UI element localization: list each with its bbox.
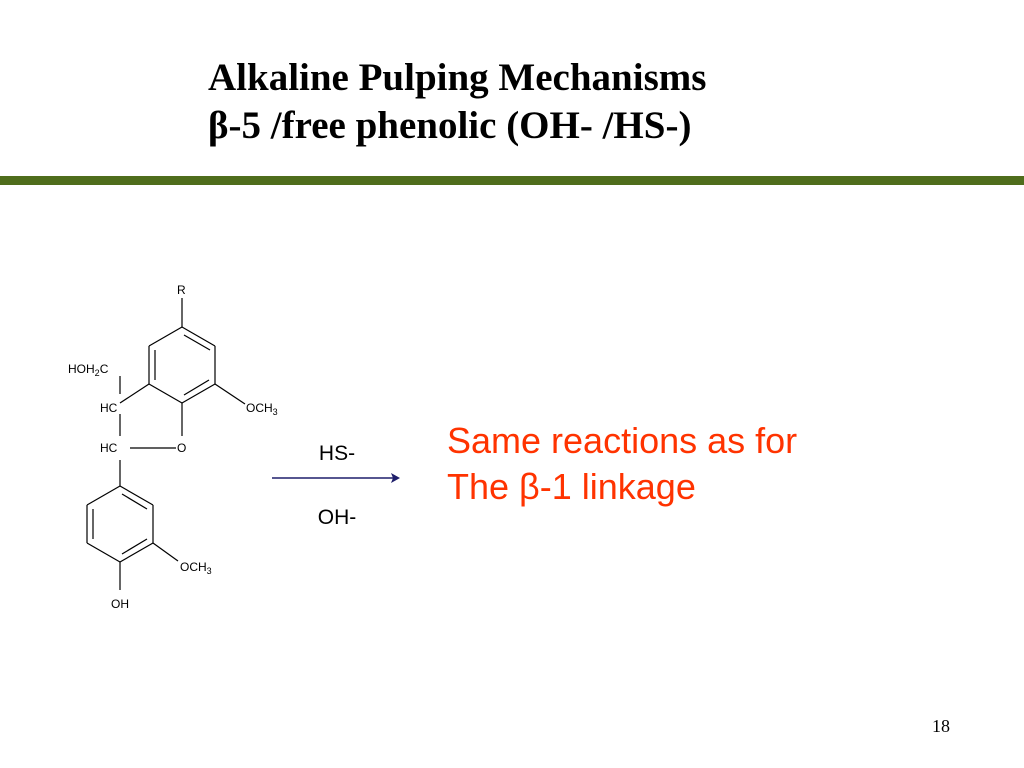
methine-upper-label: HC (100, 401, 118, 415)
note-line-1: Same reactions as for (447, 420, 798, 461)
slide-title: Alkaline Pulping Mechanisms β-5 /free ph… (208, 54, 988, 150)
ring-oxygen-label: O (177, 441, 186, 455)
note-line-2: The β-1 linkage (447, 466, 696, 507)
phenol-oh-label: OH (111, 597, 129, 611)
methine-lower-label: HC (100, 441, 118, 455)
structure-bonds (86, 298, 246, 590)
reagent-oh: OH- (317, 506, 357, 529)
r-label: R (177, 283, 186, 297)
reaction-note: Same reactions as for The β-1 linkage (447, 418, 947, 510)
title-divider (0, 176, 1024, 185)
hydroxymethyl-label: HOH2C (68, 362, 109, 378)
title-line-2: β-5 /free phenolic (OH- /HS-) (208, 104, 692, 147)
page-number: 18 (932, 716, 950, 736)
title-line-1: Alkaline Pulping Mechanisms (208, 56, 707, 99)
methoxy-upper-label: OCH3 (246, 401, 278, 417)
reaction-arrow (272, 473, 400, 483)
reagent-hs: HS- (318, 442, 356, 465)
beta-5-structure: R HOH2C HC OCH3 HC O OCH3 OH (68, 283, 278, 611)
methoxy-lower-label: OCH3 (180, 560, 212, 576)
reaction-arrow-group: HS- OH- (262, 430, 412, 540)
structure-labels: R HOH2C HC OCH3 HC O OCH3 OH (68, 283, 278, 611)
